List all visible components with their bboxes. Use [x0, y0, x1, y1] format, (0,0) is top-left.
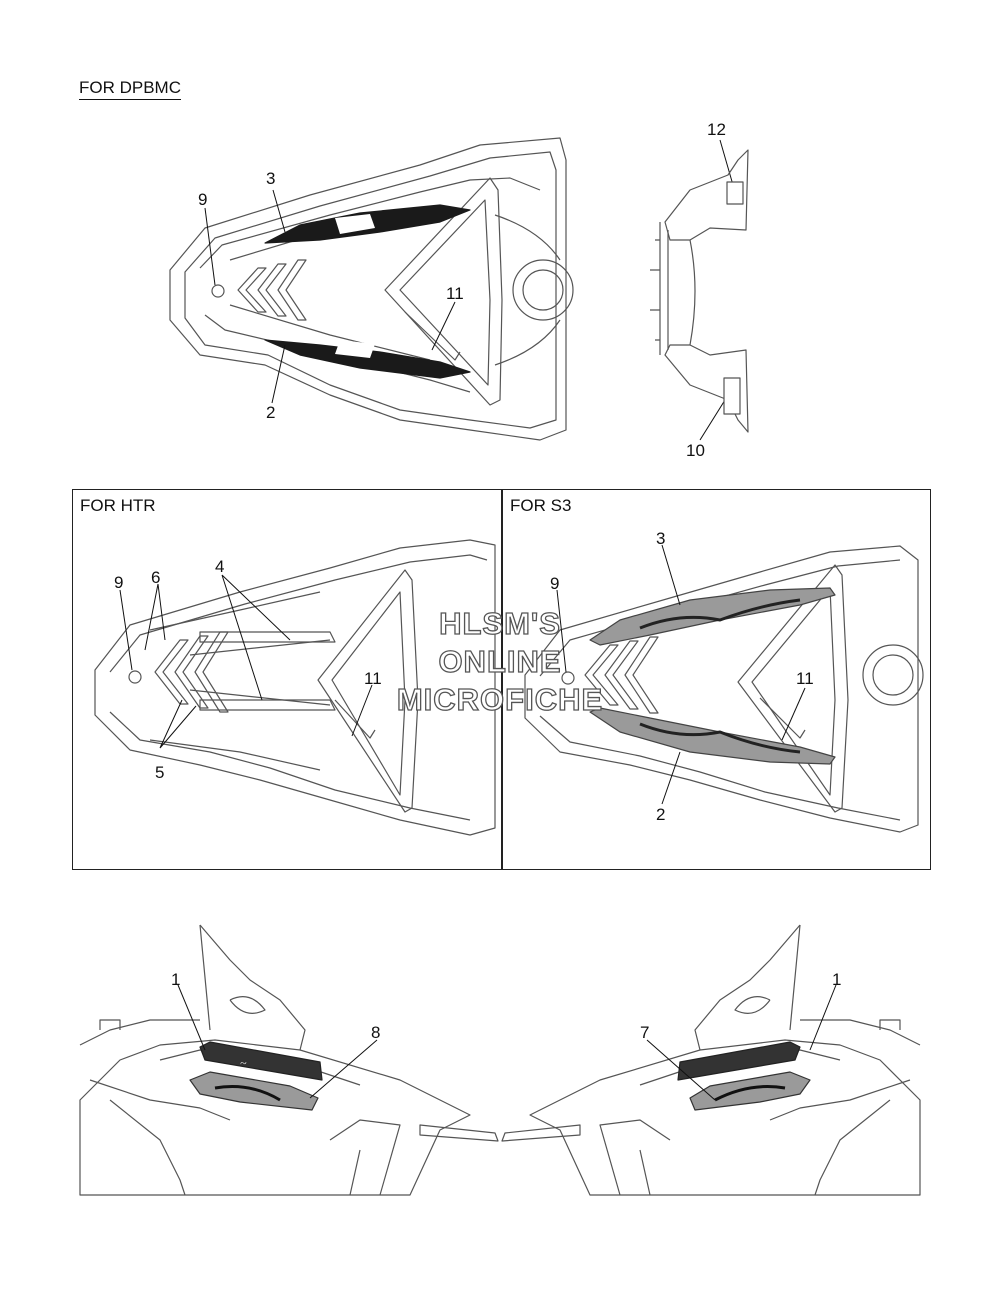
dpbmc-hood-top-view: [169, 137, 574, 441]
decal-8: [189, 1071, 319, 1111]
decal-7: [689, 1071, 811, 1111]
htr-hood-top-view: [94, 539, 496, 836]
callout-10: 10: [686, 441, 705, 460]
decal-10: [723, 377, 741, 415]
watermark-line-3: MICROFICHE: [396, 682, 604, 717]
side-view-right: [501, 924, 921, 1196]
callout-2: 2: [266, 403, 276, 422]
callout-6: 6: [151, 568, 161, 587]
decal-12: [726, 181, 744, 205]
callout-2: 2: [656, 805, 666, 824]
decal-2-flame: [589, 707, 836, 765]
section-title-s3: FOR S3: [510, 496, 572, 515]
watermark-line-2: ONLINE: [438, 644, 562, 679]
s3-panel-frame: [501, 489, 931, 870]
callout-9: 9: [198, 190, 208, 209]
callout-11: 11: [796, 669, 814, 688]
callout-1: 1: [832, 970, 842, 989]
section-title-dpbmc: FOR DPBMC: [79, 79, 181, 100]
callout-1: 1: [171, 970, 181, 989]
decal-3-flame: [589, 587, 836, 646]
decal-1-left: [199, 1041, 323, 1081]
callout-3: 3: [656, 529, 666, 548]
callout-12: 12: [707, 120, 726, 139]
watermark-line-1: HLSM'S: [438, 606, 561, 641]
callout-9: 9: [114, 573, 124, 592]
callout-11: 11: [364, 669, 382, 688]
callout-5: 5: [155, 763, 165, 782]
callout-8: 8: [371, 1023, 381, 1042]
callout-7: 7: [640, 1023, 650, 1042]
decal-1-left-logo: ~: [240, 1056, 247, 1070]
htr-panel-frame: [72, 489, 503, 870]
section-title-htr: FOR HTR: [80, 496, 156, 515]
dpbmc-hood-side-view: [650, 149, 749, 433]
callout-4: 4: [215, 557, 225, 576]
side-view-left: [79, 924, 499, 1196]
callout-9: 9: [550, 574, 560, 593]
callout-3: 3: [266, 169, 276, 188]
callout-11: 11: [446, 284, 464, 303]
decal-1-right: [677, 1041, 801, 1081]
